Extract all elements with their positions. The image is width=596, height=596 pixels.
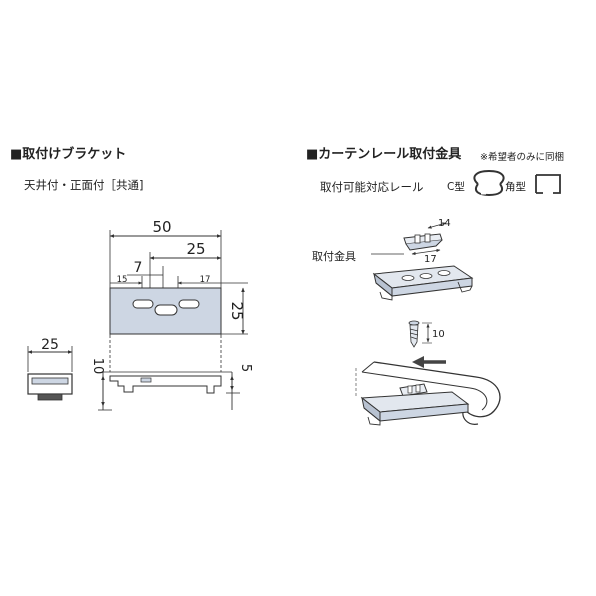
fitting-part: 14 17: [371, 218, 451, 265]
bracket-section-title: ■取付けブラケット: [10, 147, 127, 162]
bracket-mount-type: 天井付・正面付［共通]: [24, 178, 144, 192]
dim-slot-span: 25: [186, 240, 205, 258]
dim-front-lip: 5: [238, 364, 253, 372]
dim-end-view-width: 25: [41, 337, 59, 353]
rail-fitting-note: ※希望者のみに同梱: [480, 152, 564, 163]
square-type-label: 角型: [505, 181, 526, 193]
rail-assembly: [355, 361, 501, 426]
c-type-rail-icon: [473, 169, 505, 197]
rail-fitting-section-title: ■カーテンレール取付金具: [306, 147, 462, 162]
dim-left-small: 15: [117, 275, 128, 285]
fitting-label: 取付金具: [312, 250, 356, 263]
bracket-isometric: [372, 265, 474, 301]
insert-direction-arrow: [412, 356, 446, 368]
square-type-rail-icon: [535, 174, 561, 194]
c-type-label: C型: [447, 181, 465, 193]
bracket-side-view: 10 5: [90, 358, 253, 411]
compatible-rails-label: 取付可能対応レール: [320, 180, 424, 194]
dim-front-height: 10: [90, 358, 105, 375]
bracket-end-view: 25: [27, 337, 73, 401]
dim-right-small: 17: [200, 275, 211, 285]
dim-screw: 10: [432, 329, 445, 340]
dim-bracket-height: 25: [228, 301, 246, 320]
dim-fitting-side: 17: [424, 254, 437, 265]
screw-part: 10: [408, 320, 445, 348]
dim-overall-width: 50: [152, 218, 171, 236]
bracket-front-view: 50 25 7 15 17 25: [109, 218, 248, 372]
dim-left-offset: 7: [134, 260, 143, 276]
dim-fitting-top: 14: [438, 218, 451, 229]
